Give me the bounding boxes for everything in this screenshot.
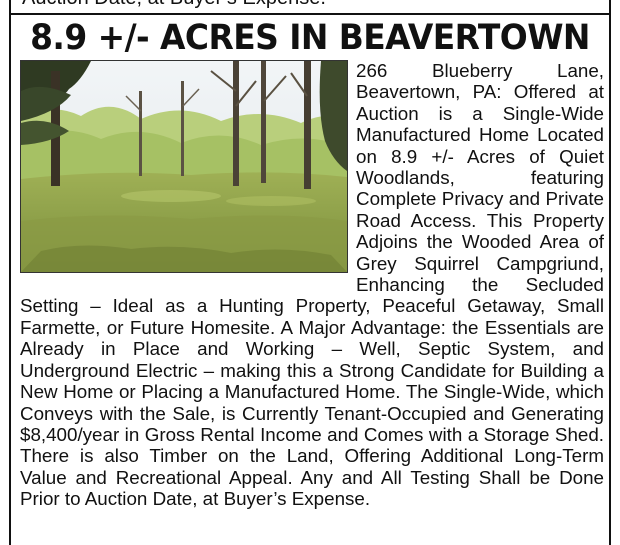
- right-border-rule: [609, 0, 611, 545]
- left-border-rule: [9, 0, 11, 545]
- listing-content: 266 Blueberry Lane, Beavertown, PA: Offe…: [20, 60, 604, 510]
- previous-listing-tail-text: Auction Date, at Buyer’s Expense.: [22, 0, 326, 10]
- property-photo: [20, 60, 348, 273]
- listing-headline: 8.9 +/- ACRES IN BEAVERTOWN: [30, 18, 590, 58]
- listing-description: 266 Blueberry Lane, Beavertown, PA: Offe…: [20, 60, 604, 510]
- top-border-rule: [9, 13, 611, 15]
- landscape-photo-icon: [21, 61, 347, 272]
